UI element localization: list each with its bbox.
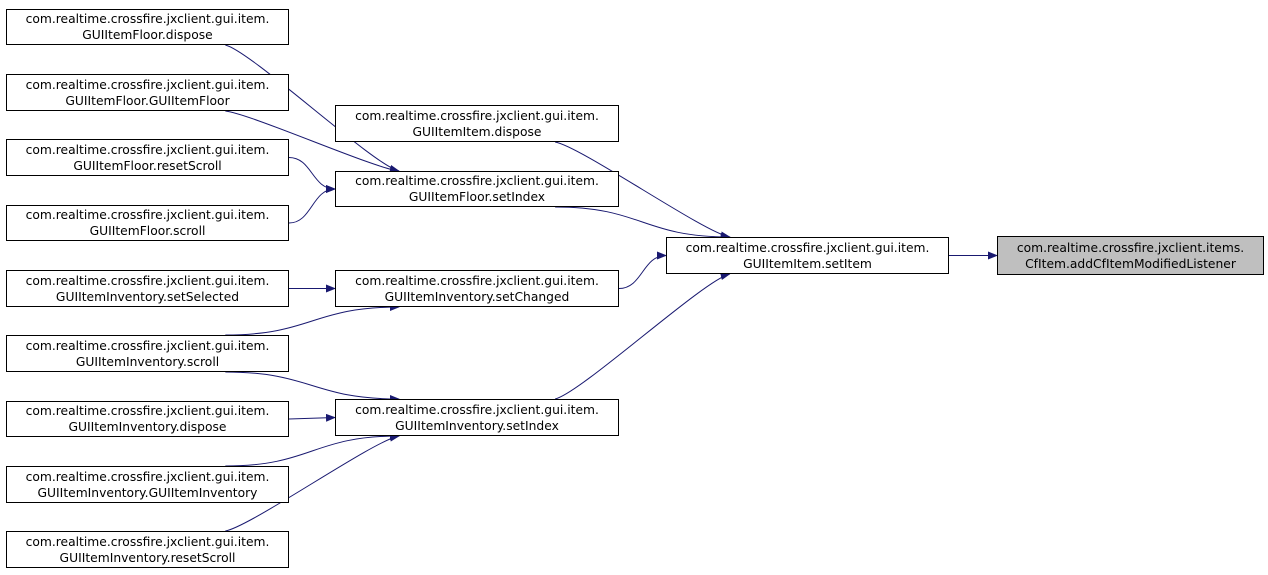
node-package-label: com.realtime.crossfire.jxclient.gui.item… [25, 208, 270, 222]
node-gui-item-inventory-dispose[interactable]: com.realtime.crossfire.jxclient.gui.item… [6, 401, 289, 437]
node-method-label: GUIItemFloor.setIndex [408, 190, 546, 204]
node-gui-item-inventory-constructor[interactable]: com.realtime.crossfire.jxclient.gui.item… [6, 466, 289, 503]
node-package-label: com.realtime.crossfire.jxclient.gui.item… [355, 402, 599, 417]
node-method-label: GUIItemInventory.setIndex [395, 418, 559, 433]
node-package-label: com.realtime.crossfire.jxclient.gui.item… [25, 142, 270, 157]
node-method-label: GUIItemFloor.GUIItemFloor [65, 93, 230, 108]
call-edge-item_dispose-to-item_setitem [555, 141, 731, 240]
node-package-label: com.realtime.crossfire.jxclient.gui.item… [25, 534, 270, 549]
node-package-label: com.realtime.crossfire.jxclient.items. [1016, 240, 1245, 255]
call-edge-inv_dispose-to-inv_setindex [288, 413, 336, 422]
node-gui-item-floor-dispose[interactable]: com.realtime.crossfire.jxclient.gui.item… [6, 9, 289, 45]
node-method-label: GUIItemFloor.dispose [82, 28, 213, 42]
node-package-label: com.realtime.crossfire.jxclient.gui.item… [685, 240, 930, 255]
node-method-label: GUIItemInventory.setChanged [384, 289, 570, 304]
node-cf-item-add-cf-item-modified-listener: com.realtime.crossfire.jxclient.items. C… [997, 236, 1264, 275]
node-gui-item-item-dispose[interactable]: com.realtime.crossfire.jxclient.gui.item… [335, 105, 619, 142]
call-edge-floor_dispose-to-floor_setindex [225, 44, 400, 173]
call-edge-inv_setchanged-to-item_setitem [618, 251, 667, 289]
node-gui-item-floor-reset-scroll[interactable]: com.realtime.crossfire.jxclient.gui.item… [6, 139, 289, 176]
node-method-label: GUIItemInventory.setSelected [55, 289, 240, 304]
node-gui-item-floor-constructor[interactable]: com.realtime.crossfire.jxclient.gui.item… [6, 74, 289, 111]
call-edge-floor_resetscroll-to-floor_setindex [288, 157, 336, 193]
node-gui-item-item-set-item[interactable]: com.realtime.crossfire.jxclient.gui.item… [666, 237, 949, 274]
node-package-label: com.realtime.crossfire.jxclient.gui.item… [355, 273, 599, 288]
call-edge-inv_setindex-to-item_setitem [554, 272, 731, 400]
node-method-label: GUIItemInventory.dispose [68, 420, 227, 434]
node-gui-item-inventory-scroll[interactable]: com.realtime.crossfire.jxclient.gui.item… [6, 335, 289, 372]
node-gui-item-inventory-set-changed[interactable]: com.realtime.crossfire.jxclient.gui.item… [335, 270, 619, 307]
call-edge-inv_ctor-to-inv_setindex [225, 432, 400, 467]
node-package-label: com.realtime.crossfire.jxclient.gui.item… [25, 338, 270, 353]
node-method-label: GUIItemInventory.scroll [75, 354, 220, 369]
node-method-label: GUIItemInventory.GUIItemInventory [37, 485, 258, 500]
node-gui-item-inventory-set-index[interactable]: com.realtime.crossfire.jxclient.gui.item… [335, 399, 619, 436]
call-edge-inv_resetscroll-to-inv_setindex [225, 433, 400, 532]
node-gui-item-inventory-reset-scroll[interactable]: com.realtime.crossfire.jxclient.gui.item… [6, 531, 289, 568]
node-package-label: com.realtime.crossfire.jxclient.gui.item… [25, 404, 270, 418]
node-gui-item-floor-set-index[interactable]: com.realtime.crossfire.jxclient.gui.item… [335, 171, 619, 207]
node-package-label: com.realtime.crossfire.jxclient.gui.item… [25, 12, 270, 26]
node-method-label: GUIItemItem.dispose [412, 124, 542, 139]
call-edge-inv_scroll-to-inv_setindex [225, 371, 400, 403]
node-gui-item-floor-scroll[interactable]: com.realtime.crossfire.jxclient.gui.item… [6, 205, 289, 241]
node-package-label: com.realtime.crossfire.jxclient.gui.item… [355, 174, 599, 188]
node-method-label: GUIItemInventory.resetScroll [59, 550, 236, 565]
node-method-label: CfItem.addCfItemModifiedListener [1025, 256, 1236, 271]
node-method-label: GUIItemFloor.scroll [89, 224, 206, 238]
call-edge-floor_setindex-to-item_setitem [555, 206, 731, 241]
node-package-label: com.realtime.crossfire.jxclient.gui.item… [355, 108, 599, 123]
node-gui-item-inventory-set-selected[interactable]: com.realtime.crossfire.jxclient.gui.item… [6, 270, 289, 307]
call-edge-inv_scroll-to-inv_setchanged [225, 303, 400, 336]
node-method-label: GUIItemFloor.resetScroll [73, 158, 222, 173]
node-package-label: com.realtime.crossfire.jxclient.gui.item… [25, 273, 270, 288]
node-package-label: com.realtime.crossfire.jxclient.gui.item… [25, 469, 270, 484]
node-method-label: GUIItemItem.setItem [743, 256, 872, 271]
call-edge-floor_ctor-to-floor_setindex [225, 110, 400, 174]
node-package-label: com.realtime.crossfire.jxclient.gui.item… [25, 77, 270, 92]
call-edge-floor_scroll-to-floor_setindex [288, 185, 336, 224]
